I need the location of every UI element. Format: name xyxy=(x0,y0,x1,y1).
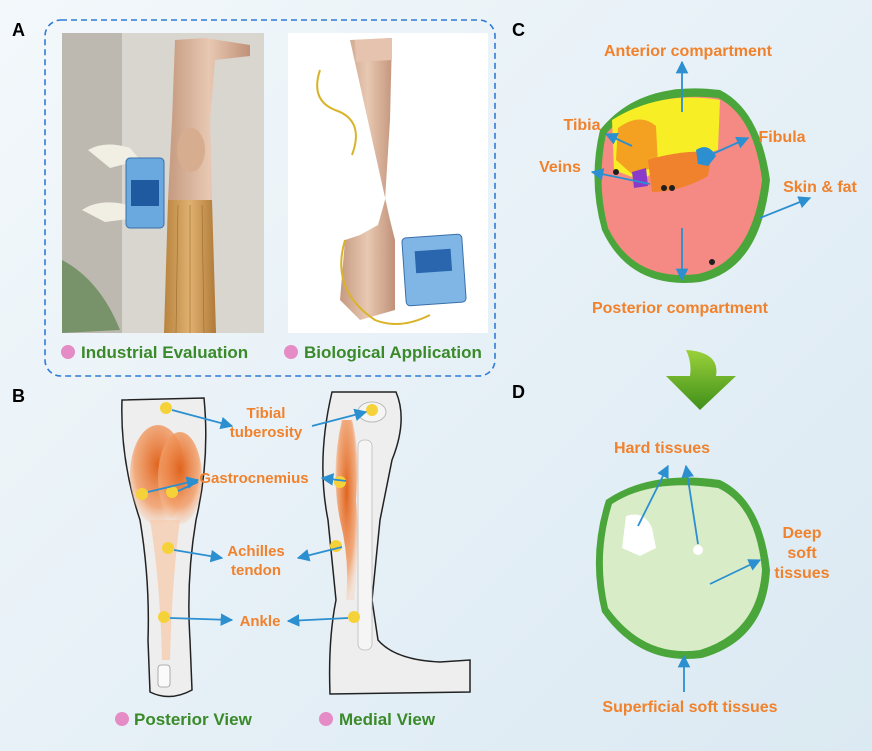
panel-d-arrows xyxy=(637,464,762,692)
dot-achilles-posterior xyxy=(162,542,174,554)
medial-bullet-icon xyxy=(319,712,333,726)
label-anterior-compartment: Anterior compartment xyxy=(604,43,773,60)
caption-industrial-evaluation: Industrial Evaluation xyxy=(81,343,248,362)
industrial-bullet-icon xyxy=(61,345,75,359)
label-gastrocnemius: Gastrocnemius xyxy=(199,470,308,487)
industrial-evaluation-photo xyxy=(62,33,264,334)
label-skin-fat: Skin & fat xyxy=(783,179,857,196)
dot-gastrocnemius-1 xyxy=(136,488,148,500)
label-veins: Veins xyxy=(539,159,581,176)
dot-gastrocnemius-medial xyxy=(334,476,346,488)
label-hard-tissues: Hard tissues xyxy=(614,440,710,457)
posterior-bullet-icon xyxy=(115,712,129,726)
panel-a-frame xyxy=(44,19,496,377)
label-deep: Deep xyxy=(782,525,821,542)
label-fibula: Fibula xyxy=(758,129,805,146)
panel-b-arrows xyxy=(147,408,368,627)
biological-application-photo xyxy=(288,33,488,333)
label-soft: soft xyxy=(787,545,817,562)
dot-ankle-medial xyxy=(348,611,360,623)
panel-c-arrows xyxy=(590,60,812,282)
caption-posterior-view: Posterior View xyxy=(134,710,253,729)
dot-tibial-tuberosity-medial xyxy=(366,404,378,416)
dot-tibial-tuberosity-posterior xyxy=(160,402,172,414)
caption-biological-application: Biological Application xyxy=(304,343,482,362)
panel-label-b: B xyxy=(12,386,25,406)
label-superficial-soft-tissues: Superficial soft tissues xyxy=(602,699,777,716)
dot-ankle-posterior xyxy=(158,611,170,623)
label-tissues: tissues xyxy=(774,565,829,582)
panel-label-c: C xyxy=(512,20,525,40)
biological-bullet-icon xyxy=(284,345,298,359)
transition-arrow-icon xyxy=(666,350,736,410)
panel-label-d: D xyxy=(512,382,525,402)
label-posterior-compartment: Posterior compartment xyxy=(592,300,769,317)
dot-gastrocnemius-2 xyxy=(166,486,178,498)
leg-cross-section xyxy=(594,88,770,283)
label-tendon: tendon xyxy=(231,562,281,579)
label-tibial: Tibial xyxy=(247,405,286,422)
medial-leg-illustration xyxy=(322,391,471,695)
label-tibia: Tibia xyxy=(563,117,600,134)
panel-label-a: A xyxy=(12,20,25,40)
label-ankle: Ankle xyxy=(240,613,281,630)
label-achilles: Achilles xyxy=(227,543,285,560)
caption-medial-view: Medial View xyxy=(339,710,436,729)
label-tuberosity: tuberosity xyxy=(230,424,303,441)
